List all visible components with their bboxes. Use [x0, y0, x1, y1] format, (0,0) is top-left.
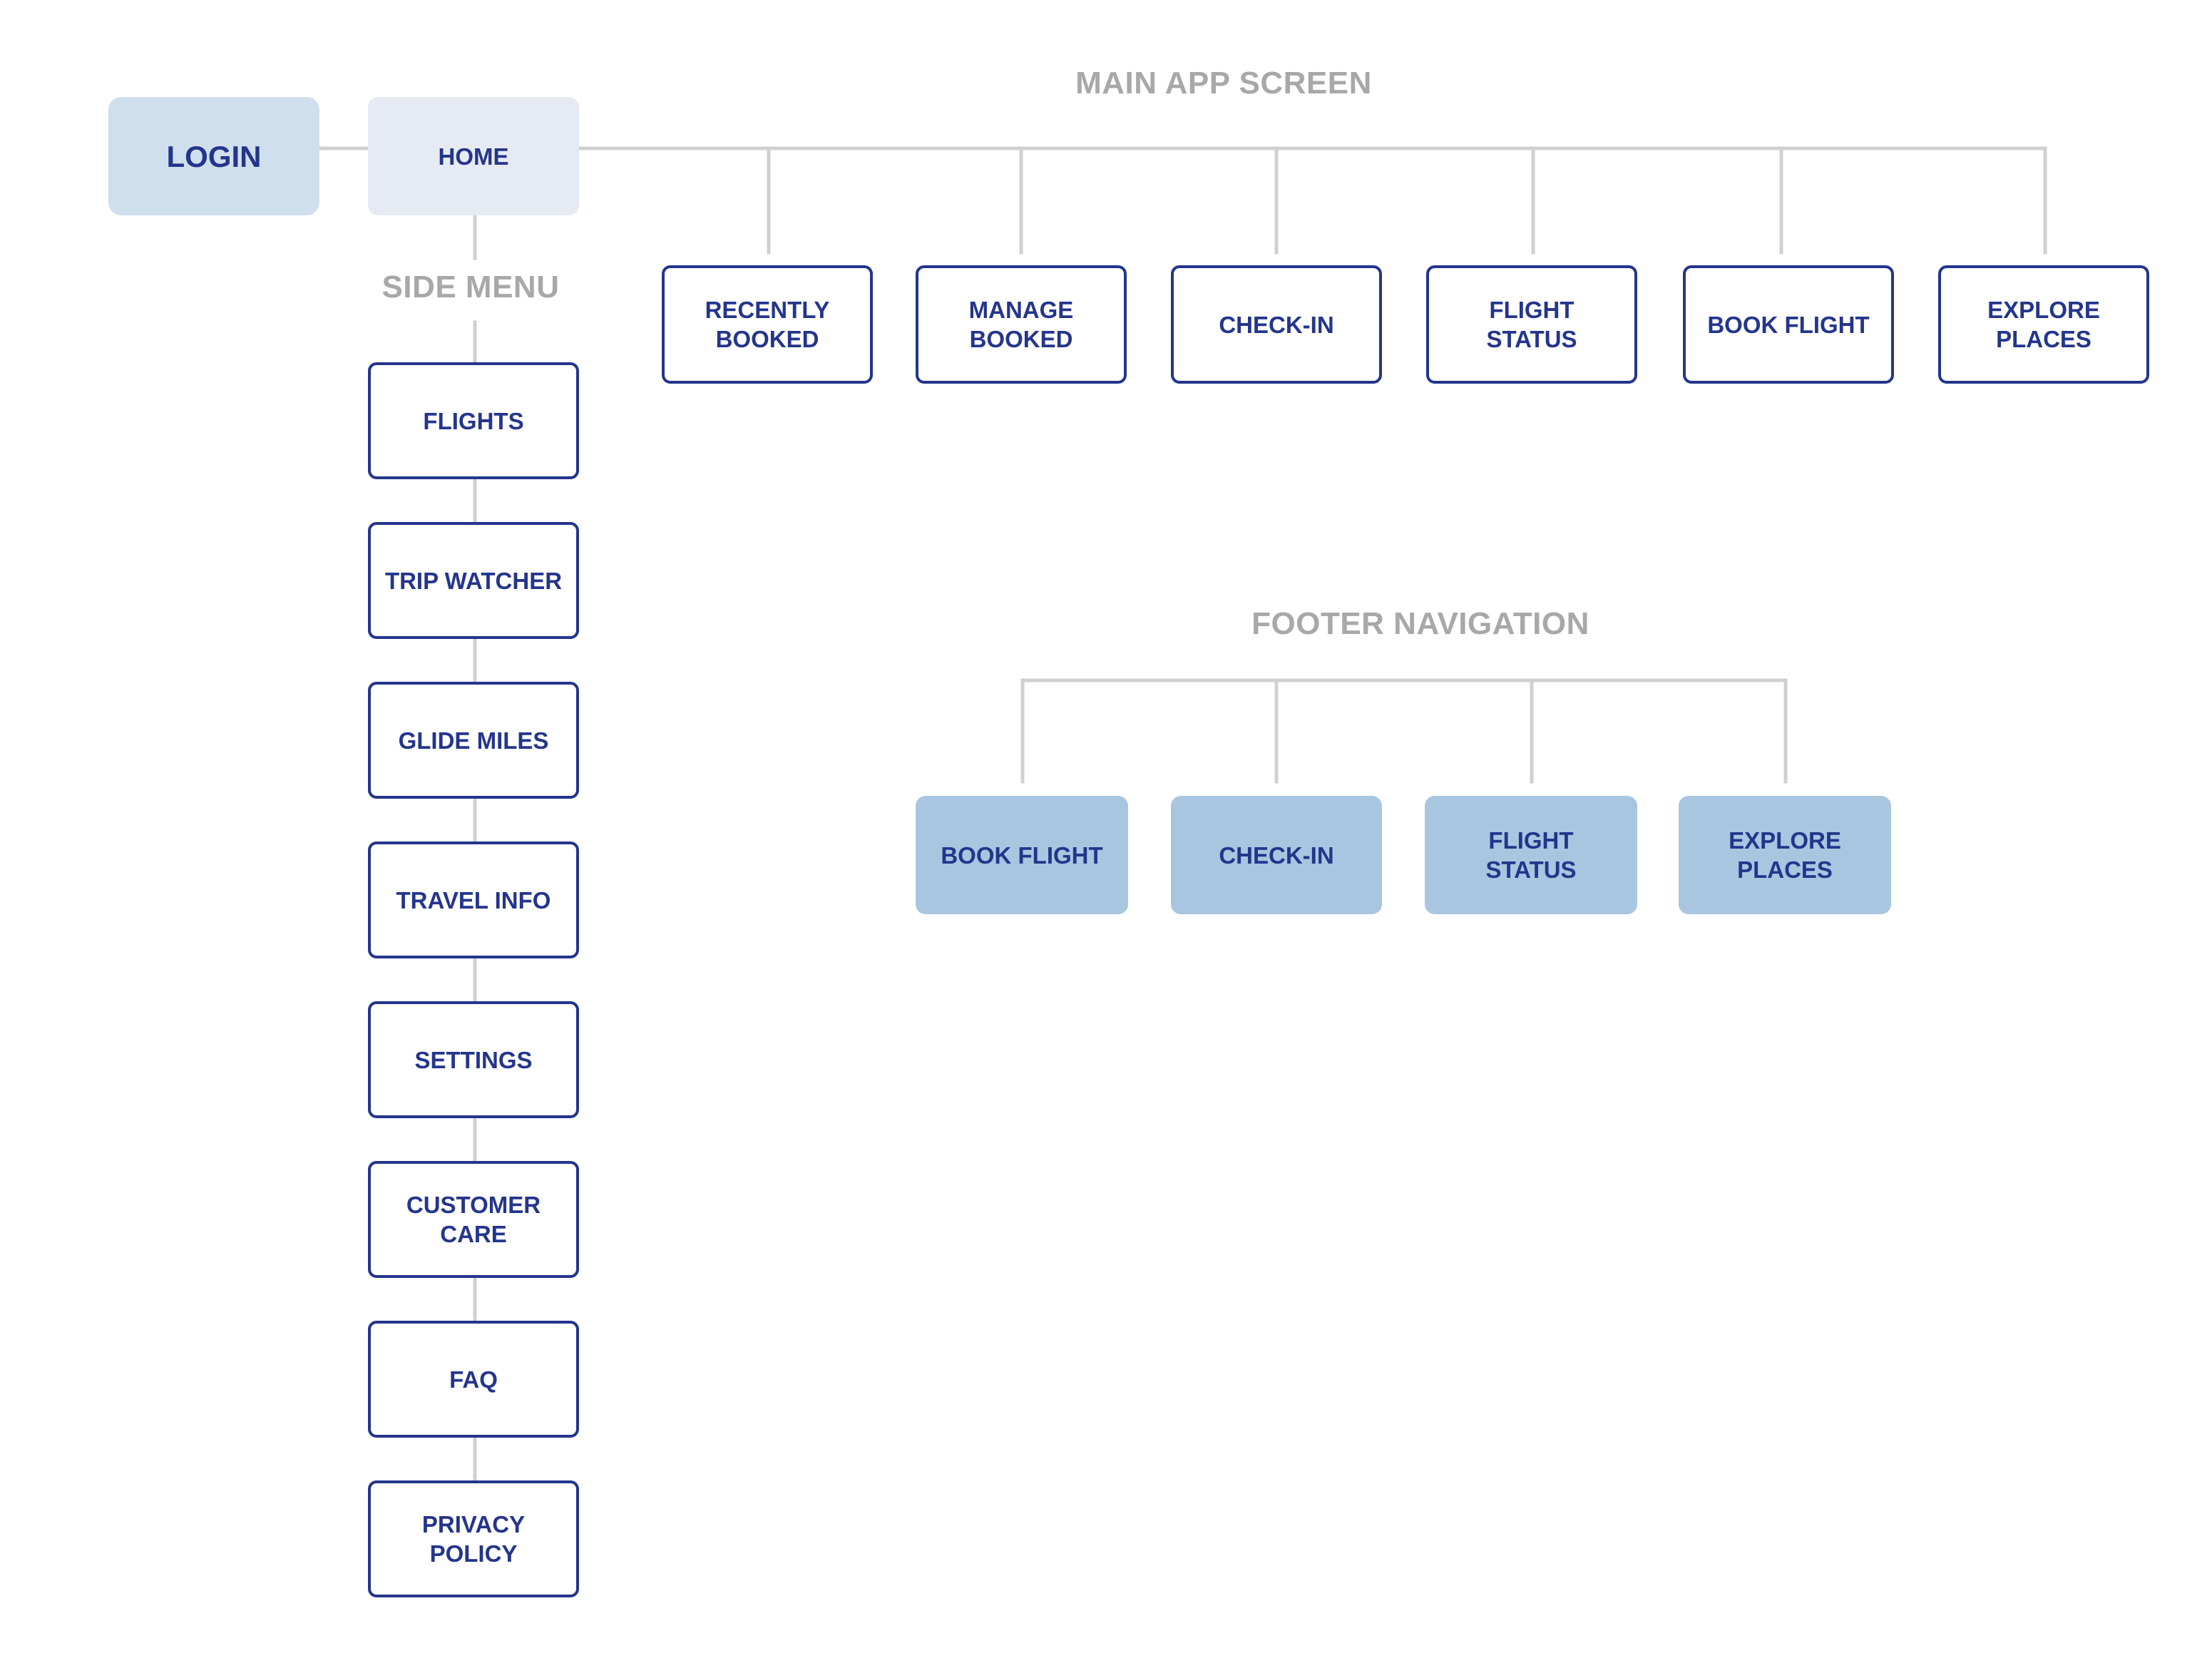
side-menu-item-settings: SETTINGS: [368, 1001, 579, 1118]
side-menu-item-flights: FLIGHTS: [368, 362, 579, 479]
main-item-check-in: CHECK-IN: [1171, 265, 1382, 384]
login-node: LOGIN: [108, 97, 319, 215]
side-menu-item-privacy-policy: PRIVACY POLICY: [368, 1480, 579, 1597]
side-menu-item-glide-miles: GLIDE MILES: [368, 682, 579, 799]
home-node: HOME: [368, 97, 579, 215]
side-menu-item-trip-watcher: TRIP WATCHER: [368, 522, 579, 639]
side-menu-item-faq: FAQ: [368, 1321, 579, 1438]
footer-item-flight-status: FLIGHT STATUS: [1425, 796, 1637, 914]
footer-item-check-in: CHECK-IN: [1171, 796, 1382, 914]
main-item-manage-booked: MANAGE BOOKED: [916, 265, 1127, 384]
footer-item-book-flight: BOOK FLIGHT: [916, 796, 1128, 914]
main-item-flight-status: FLIGHT STATUS: [1426, 265, 1637, 384]
main-item-explore-places: EXPLORE PLACES: [1938, 265, 2149, 384]
footer-item-explore-places: EXPLORE PLACES: [1679, 796, 1891, 914]
side-menu-item-customer-care: CUSTOMER CARE: [368, 1161, 579, 1278]
main-item-recently-booked: RECENTLY BOOKED: [662, 265, 873, 384]
main-item-book-flight: BOOK FLIGHT: [1683, 265, 1894, 384]
side-menu-title: SIDE MENU: [382, 270, 560, 305]
main-app-screen-title: MAIN APP SCREEN: [1075, 66, 1372, 101]
side-menu-item-travel-info: TRAVEL INFO: [368, 841, 579, 958]
footer-navigation-title: FOOTER NAVIGATION: [1251, 606, 1589, 641]
